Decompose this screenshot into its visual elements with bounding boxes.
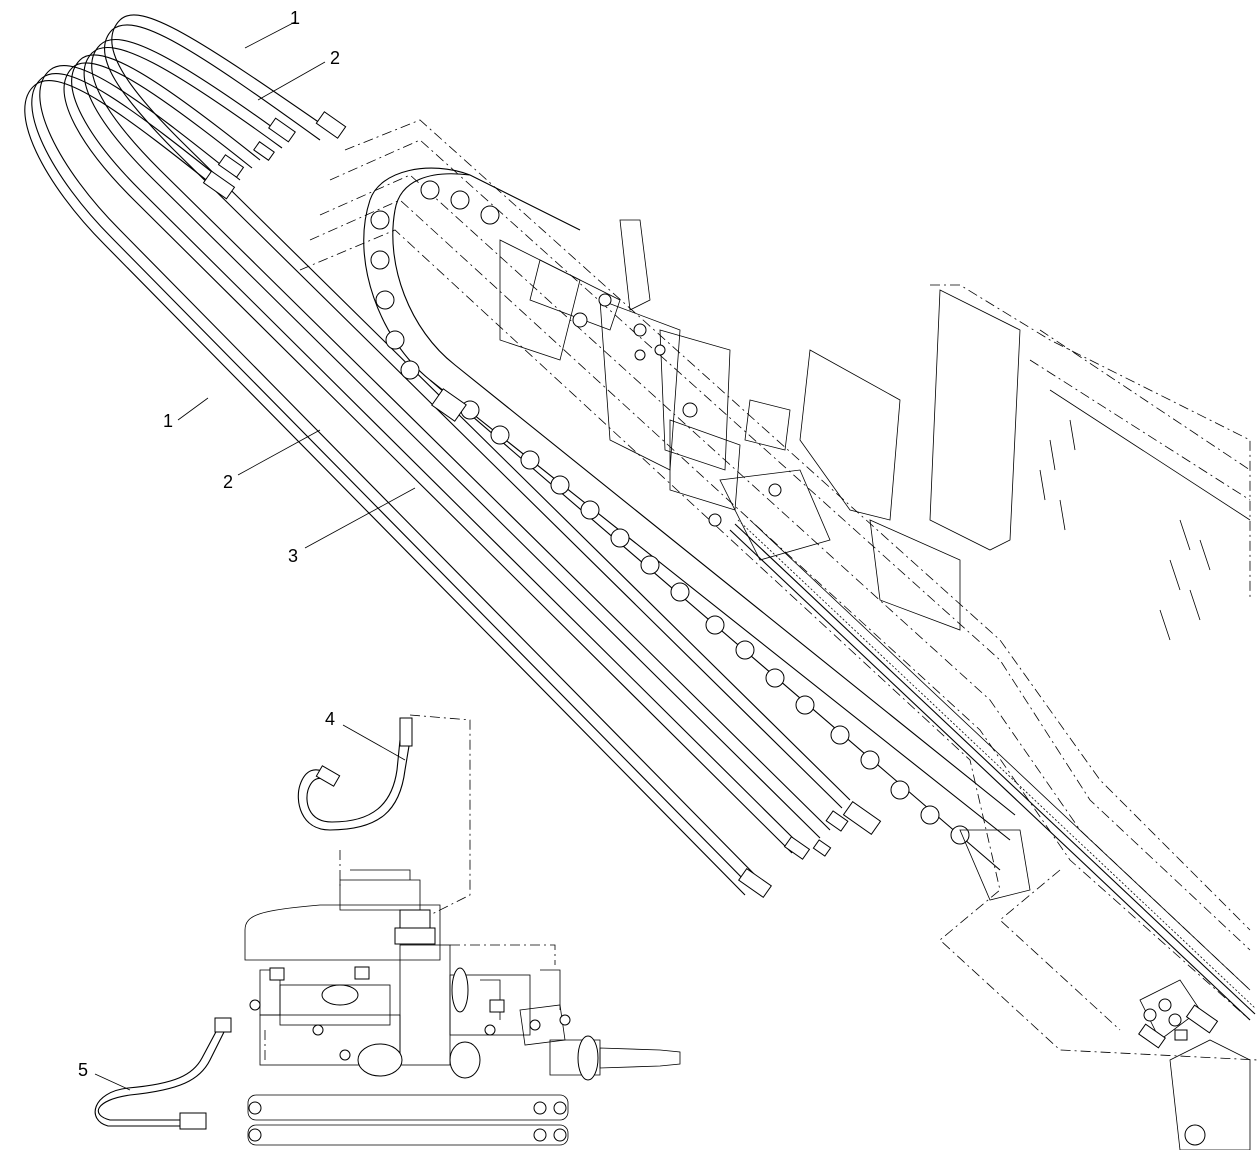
valve-assembly: [431, 219, 831, 561]
callout-4: 4: [325, 709, 335, 729]
hose-fittings-top: [202, 111, 347, 200]
callout-2-mid: 2: [223, 472, 233, 492]
callout-3: 3: [288, 546, 298, 566]
callout-2-top: 2: [330, 48, 340, 68]
rack-gear: [729, 519, 1256, 1021]
bulkhead-plate: [1138, 979, 1219, 1049]
hose-fittings-bottom: [738, 800, 882, 899]
hose-bundle: [24, 14, 851, 896]
callout-1-mid: 1: [163, 411, 173, 431]
cable-chain: [363, 167, 1031, 901]
carriage-frame: [799, 284, 1251, 1150]
callouts: 1 2 1 2 3 4 5: [78, 8, 340, 1080]
callout-5: 5: [78, 1060, 88, 1080]
callout-1-top: 1: [290, 8, 300, 28]
leader-lines: [94, 21, 416, 1091]
frame-outline: [299, 119, 1258, 1061]
chain-links: [370, 180, 970, 845]
inset-assembly: [94, 714, 681, 1146]
